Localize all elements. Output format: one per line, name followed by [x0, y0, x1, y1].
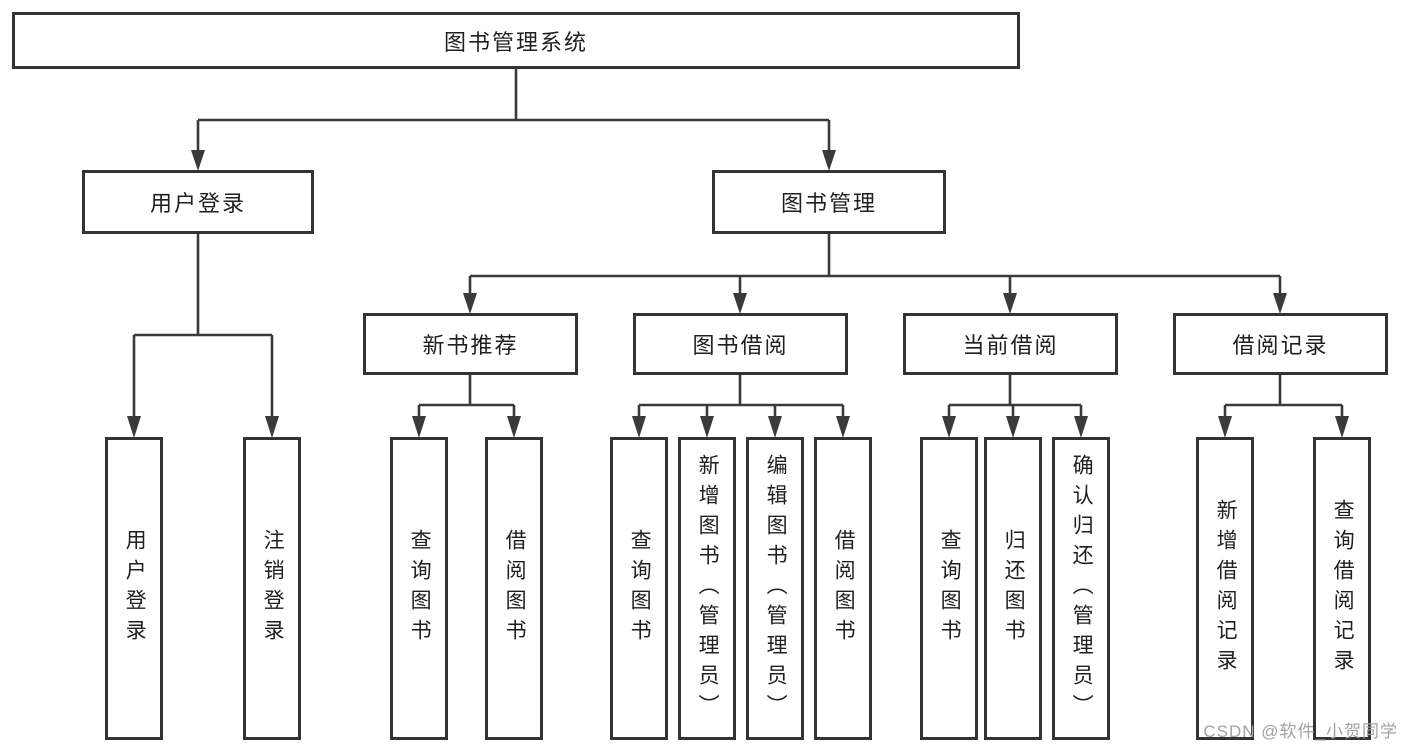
- node-leaf-borrow-books-1: 借阅图书: [485, 437, 543, 740]
- node-label: 查询借阅记录: [1331, 498, 1355, 679]
- arrowhead: [265, 416, 279, 438]
- arrowhead: [942, 416, 956, 438]
- connector-book-borrowing-children: [632, 375, 850, 438]
- node-leaf-logout: 注销登录: [243, 437, 301, 740]
- node-label: 确认归还（管理员）: [1070, 453, 1094, 724]
- node-leaf-add-books-admin: 新增图书（管理员）: [678, 437, 736, 740]
- arrowhead: [733, 293, 747, 314]
- node-leaf-edit-books-admin: 编辑图书（管理员）: [746, 437, 804, 740]
- arrowhead: [191, 150, 205, 171]
- arrowhead: [463, 293, 477, 314]
- node-book-borrowing: 图书借阅: [633, 313, 848, 375]
- arrowhead: [700, 416, 714, 438]
- node-label: 新增图书（管理员）: [696, 453, 720, 724]
- node-leaf-return-books: 归还图书: [984, 437, 1042, 740]
- node-leaf-user-login: 用户登录: [105, 437, 163, 740]
- connector-new-book-children: [412, 375, 521, 438]
- arrowhead: [768, 416, 782, 438]
- node-label: 当前借阅: [962, 333, 1059, 358]
- node-label: 注销登录: [261, 528, 285, 649]
- arrowhead: [822, 150, 836, 171]
- node-leaf-confirm-return-admin: 确认归还（管理员）: [1052, 437, 1110, 740]
- arrowhead: [1006, 416, 1020, 438]
- csdn-watermark: CSDN @软件_小贺同学: [1203, 722, 1398, 741]
- node-label: 归还图书: [1002, 528, 1026, 649]
- node-label: 新增借阅记录: [1214, 498, 1238, 679]
- node-user-login: 用户登录: [82, 170, 314, 234]
- node-leaf-query-books-2: 查询图书: [610, 437, 668, 740]
- node-label: 查询图书: [408, 528, 432, 649]
- connector-root-to-level2: [191, 68, 836, 171]
- node-label: 借阅图书: [832, 528, 856, 649]
- arrowhead: [1218, 416, 1232, 438]
- node-current-borrowing: 当前借阅: [903, 313, 1118, 375]
- arrowhead: [412, 416, 426, 438]
- arrowhead: [127, 416, 141, 438]
- connector-borrow-records-children: [1218, 375, 1349, 438]
- connector-book-management-children: [463, 234, 1287, 314]
- node-label: 用户登录: [123, 528, 147, 649]
- node-leaf-add-borrow-record: 新增借阅记录: [1196, 437, 1254, 740]
- node-leaf-query-books-1: 查询图书: [390, 437, 448, 740]
- arrowhead: [1273, 293, 1287, 314]
- node-leaf-borrow-books-2: 借阅图书: [814, 437, 872, 740]
- node-label: 图书管理: [780, 191, 877, 216]
- node-label: 借阅记录: [1232, 333, 1329, 358]
- node-leaf-query-borrow-record: 查询借阅记录: [1313, 437, 1371, 740]
- node-root-library-system: 图书管理系统: [12, 12, 1020, 69]
- arrowhead: [1335, 416, 1349, 438]
- arrowhead: [1003, 293, 1017, 314]
- node-label: 查询图书: [628, 528, 652, 649]
- node-new-book-recommendation: 新书推荐: [363, 313, 578, 375]
- arrowhead: [507, 416, 521, 438]
- arrowhead: [836, 416, 850, 438]
- node-label: 图书借阅: [692, 333, 789, 358]
- node-label: 用户登录: [149, 191, 246, 216]
- arrowhead: [632, 416, 646, 438]
- connector-current-borrowing-children: [942, 375, 1088, 438]
- node-label: 图书管理系统: [443, 29, 588, 55]
- node-borrowing-records: 借阅记录: [1173, 313, 1388, 375]
- node-leaf-query-books-3: 查询图书: [920, 437, 978, 740]
- node-book-management: 图书管理: [712, 170, 946, 234]
- node-label: 查询图书: [938, 528, 962, 649]
- arrowhead: [1074, 416, 1088, 438]
- connector-user-login-children: [127, 234, 279, 438]
- node-label: 借阅图书: [503, 528, 527, 649]
- node-label: 编辑图书（管理员）: [764, 453, 788, 724]
- node-label: 新书推荐: [422, 333, 519, 358]
